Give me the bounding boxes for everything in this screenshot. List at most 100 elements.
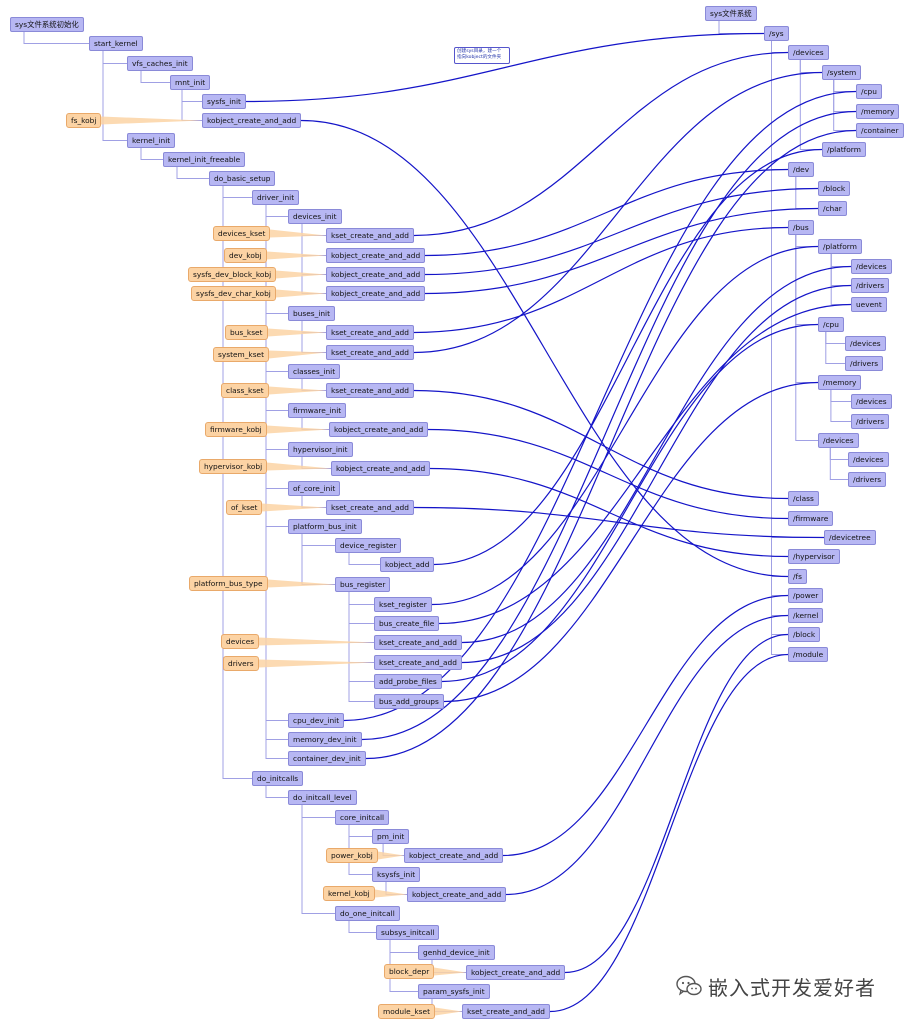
link-curve bbox=[433, 148, 823, 566]
node-d-container: /container bbox=[856, 123, 904, 138]
tree-connector bbox=[771, 41, 788, 170]
tree-connector bbox=[771, 41, 788, 635]
node-d-bp-uevent: uevent bbox=[851, 297, 887, 312]
tree-connector bbox=[348, 592, 374, 702]
node-cpu-dev-init: cpu_dev_init bbox=[288, 713, 345, 728]
node-k-char: kobject_create_and_add bbox=[326, 286, 426, 301]
link-curve bbox=[443, 381, 819, 703]
link-curve bbox=[245, 32, 765, 103]
node-d-dev: /dev bbox=[788, 162, 815, 177]
tag-connector bbox=[435, 1007, 462, 1016]
tree-connector bbox=[825, 332, 845, 364]
node-kernel-kobj-tag: kernel_kobj bbox=[323, 886, 375, 901]
tree-connector bbox=[825, 332, 845, 344]
node-genhd-device-init: genhd_device_init bbox=[418, 945, 495, 960]
tree-connector bbox=[348, 825, 372, 837]
tree-connector bbox=[389, 940, 418, 992]
tree-connector bbox=[833, 80, 856, 131]
node-do-one-initcall: do_one_initcall bbox=[335, 906, 400, 921]
node-ks-pdevices: kset_create_and_add bbox=[374, 635, 462, 650]
node-ks-class: kset_create_and_add bbox=[326, 383, 414, 398]
link-curve bbox=[424, 207, 819, 295]
node-d-bus: /bus bbox=[788, 220, 814, 235]
node-devices-tag: devices bbox=[221, 634, 260, 649]
node-d-system: /system bbox=[822, 65, 862, 80]
node-do-initcalls: do_initcalls bbox=[252, 771, 304, 786]
node-init-root: sys文件系统初始化 bbox=[10, 17, 84, 32]
tag-connector bbox=[267, 425, 329, 434]
tree-connector bbox=[829, 448, 848, 480]
tree-connector bbox=[265, 205, 288, 217]
node-sys-root: sys文件系统 bbox=[705, 6, 757, 21]
tag-connector bbox=[267, 462, 331, 471]
tree-connector bbox=[833, 80, 856, 92]
node-sysfs-init: sysfs_init bbox=[202, 94, 246, 109]
tree-connector bbox=[301, 534, 335, 546]
node-k-power: kobject_create_and_add bbox=[404, 848, 504, 863]
tree-connector bbox=[222, 186, 252, 198]
node-firmware-kobj-tag: firmware_kobj bbox=[205, 422, 267, 437]
node-class-kset-tag: class_kset bbox=[221, 383, 269, 398]
node-d-bus-cpu: /cpu bbox=[818, 317, 844, 332]
link-curve bbox=[461, 284, 852, 664]
tag-connector bbox=[268, 579, 335, 588]
tree-connector bbox=[102, 51, 127, 64]
tree-connector bbox=[829, 448, 848, 460]
tag-connector bbox=[378, 851, 404, 860]
tree-connector bbox=[301, 224, 326, 275]
node-block-depr-tag: block_depr bbox=[384, 964, 435, 979]
node-platform-bus-type-tag: platform_bus_type bbox=[189, 576, 268, 591]
node-dev-kobj-tag: dev_kobj bbox=[224, 248, 267, 263]
node-power-kobj-tag: power_kobj bbox=[326, 848, 378, 863]
link-curve bbox=[413, 226, 789, 334]
tree-connector bbox=[718, 21, 764, 34]
link-curve bbox=[431, 245, 819, 606]
tree-connector bbox=[830, 254, 851, 286]
tree-connector bbox=[140, 148, 163, 160]
link-curve bbox=[427, 428, 789, 520]
node-d-power: /power bbox=[788, 588, 824, 603]
node-vfs-caches-init: vfs_caches_init bbox=[127, 56, 193, 71]
tree-connector bbox=[301, 805, 335, 818]
node-d-kernel: /kernel bbox=[788, 608, 824, 623]
node-mnt-init: mnt_init bbox=[170, 75, 211, 90]
tree-connector bbox=[265, 205, 288, 450]
node-classes-init: classes_init bbox=[288, 364, 341, 379]
tree-connector bbox=[348, 592, 374, 605]
node-d-hypervisor: /hypervisor bbox=[788, 549, 840, 564]
tag-connector bbox=[262, 503, 326, 512]
node-container-dev-init: container_dev_init bbox=[288, 751, 366, 766]
sysfs-init-note: 创建sys目录，建一个 指向kobject的文件夹 bbox=[454, 47, 510, 64]
node-ks-bus: kset_create_and_add bbox=[326, 325, 414, 340]
node-do-initcall-level: do_initcall_level bbox=[288, 790, 357, 805]
tree-connector bbox=[140, 71, 170, 83]
node-platform-bus-init: platform_bus_init bbox=[288, 519, 362, 534]
link-curve bbox=[361, 110, 857, 741]
link-curve bbox=[549, 653, 789, 1013]
node-d-firmware: /firmware bbox=[788, 511, 834, 526]
node-char-kobj-tag: sysfs_dev_char_kobj bbox=[191, 286, 276, 301]
node-kernel-init: kernel_init bbox=[127, 133, 176, 148]
node-d-devices: /devices bbox=[788, 45, 829, 60]
node-ks-module: kset_create_and_add bbox=[462, 1004, 550, 1019]
tree-connector bbox=[301, 379, 326, 391]
node-d-bc-devices: /devices bbox=[845, 336, 886, 351]
node-fs-kobj-tag: fs_kobj bbox=[66, 113, 102, 128]
node-d-bus-platform: /platform bbox=[818, 239, 862, 254]
node-devices-init: devices_init bbox=[288, 209, 342, 224]
node-d-bd-devices: /devices bbox=[848, 452, 889, 467]
tree-connector bbox=[799, 60, 822, 73]
node-of-core-init: of_core_init bbox=[288, 481, 341, 496]
node-pm-init: pm_init bbox=[372, 829, 410, 844]
tag-connector bbox=[276, 270, 326, 279]
tag-connector bbox=[270, 229, 326, 238]
node-d-bp-devices: /devices bbox=[851, 259, 892, 274]
node-drivers-tag: drivers bbox=[223, 656, 259, 671]
tree-connector bbox=[23, 32, 89, 44]
node-memory-dev-init: memory_dev_init bbox=[288, 732, 362, 747]
tree-connector bbox=[301, 805, 335, 914]
node-firmware-init: firmware_init bbox=[288, 403, 347, 418]
node-d-sys: /sys bbox=[764, 26, 789, 41]
node-hypervisor-init: hypervisor_init bbox=[288, 442, 353, 457]
tree-connector bbox=[348, 825, 372, 875]
